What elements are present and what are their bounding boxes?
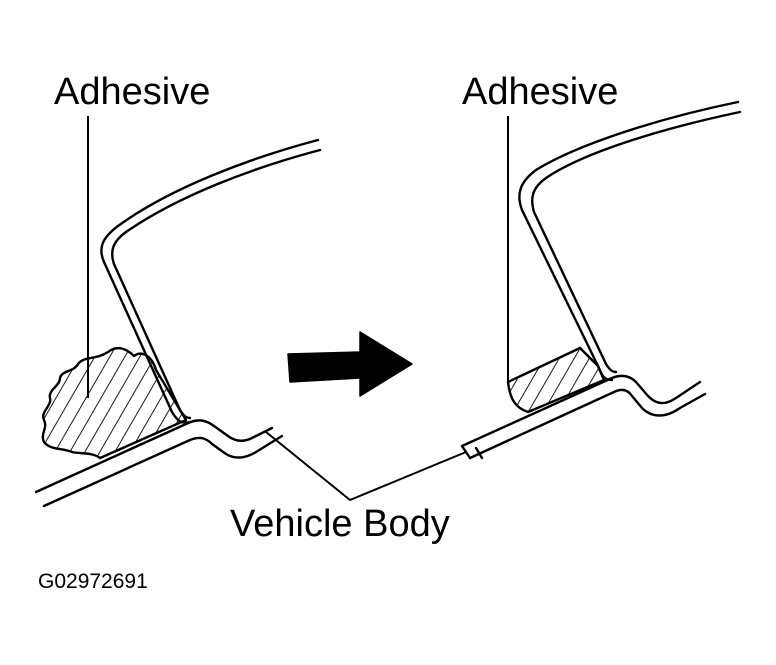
figure-code: G02972691 bbox=[38, 570, 148, 593]
right-assembly bbox=[460, 100, 742, 460]
right-body-flange-upper bbox=[460, 374, 702, 448]
right-body-flange-lower bbox=[468, 388, 707, 460]
right-adhesive-bead bbox=[506, 346, 606, 414]
right-arrow-icon bbox=[287, 331, 413, 397]
label-vehicle-body: Vehicle Body bbox=[230, 503, 450, 545]
label-adhesive-left: Adhesive bbox=[54, 71, 210, 113]
left-body-flange-upper bbox=[34, 419, 274, 494]
right-panel-outer bbox=[518, 100, 740, 382]
left-body-flange-lower bbox=[42, 434, 284, 508]
left-adhesive-bead bbox=[41, 346, 188, 460]
left-assembly bbox=[34, 138, 322, 508]
leader-vehicle-body bbox=[265, 431, 467, 502]
right-panel-inner bbox=[531, 110, 742, 374]
label-adhesive-right: Adhesive bbox=[462, 71, 618, 113]
